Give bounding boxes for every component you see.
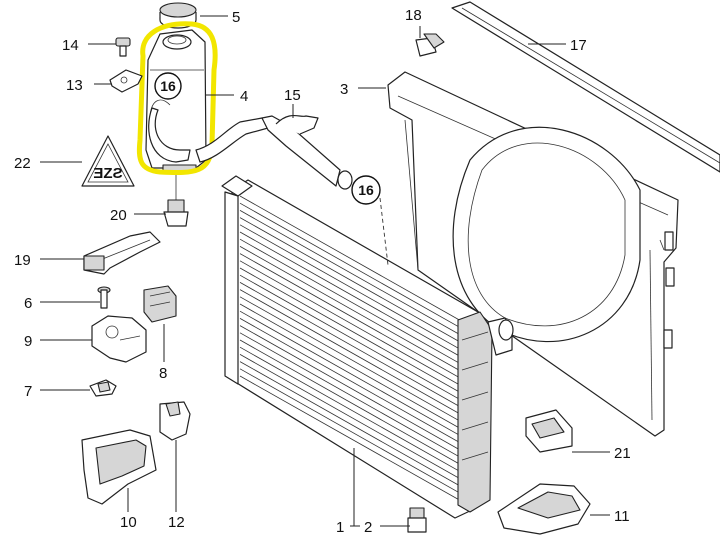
callout-11: 11 — [614, 508, 630, 525]
callout-7: 7 — [24, 383, 32, 400]
radiator-fin-line — [239, 296, 471, 428]
callout-6: 6 — [24, 295, 32, 312]
circled-ref-16-tank: 16 — [154, 72, 182, 100]
radiator-fin-line — [239, 318, 471, 449]
radiator-fin-line — [239, 202, 471, 334]
part-14-bolt — [115, 37, 131, 57]
svg-text:16: 16 — [160, 78, 176, 94]
callout-2: 2 — [364, 519, 372, 536]
radiator-fin-line — [239, 217, 471, 348]
radiator-fin-line — [239, 339, 471, 471]
radiator-fin-line — [239, 267, 471, 399]
callout-8: 8 — [159, 365, 167, 382]
part-11-air-guide — [497, 483, 591, 535]
radiator-fin-line — [239, 303, 471, 435]
callout-22: 22 — [14, 155, 31, 172]
radiator-fin-line — [239, 195, 471, 327]
radiator-fin-line — [239, 210, 471, 341]
callout-9: 9 — [24, 333, 32, 350]
part-6-screw — [97, 286, 111, 309]
svg-text:16: 16 — [358, 182, 374, 198]
radiator-fin-line — [239, 354, 471, 485]
callout-14: 14 — [62, 37, 79, 54]
radiator-fin-line — [239, 260, 471, 392]
callout-4: 4 — [240, 88, 248, 105]
callout-1: 1 — [336, 519, 344, 536]
radiator-fin-line — [239, 224, 471, 356]
part-12-grommet — [159, 401, 191, 441]
radiator-fin-line — [239, 361, 471, 492]
part-15-hose — [195, 114, 353, 190]
part-21-bracket — [525, 409, 573, 453]
radiator-fin-line — [239, 231, 471, 363]
callout-17: 17 — [570, 37, 587, 54]
callout-5: 5 — [232, 9, 240, 26]
radiator-fin-line — [239, 274, 471, 406]
leader-lines — [40, 15, 610, 527]
part-13-clip — [109, 69, 143, 93]
radiator-fin-line — [239, 282, 471, 413]
radiator-fin-line — [239, 325, 471, 456]
callout-19: 19 — [14, 252, 31, 269]
part-18-push-clip — [415, 33, 445, 57]
part-2-drain-plug — [407, 507, 427, 533]
radiator-fin-line — [239, 346, 471, 478]
part-1-radiator — [221, 175, 514, 519]
radiator-fin-line — [239, 253, 471, 384]
part-20-level-sensor — [163, 199, 189, 227]
callout-21: 21 — [614, 445, 631, 462]
callout-18: 18 — [405, 7, 422, 24]
circled-ref-16-hose: 16 — [351, 175, 389, 266]
radiator-fin-line — [239, 246, 471, 377]
part-22-warning-label: ƎZƧ — [81, 135, 135, 187]
callout-13: 13 — [66, 77, 83, 94]
part-10-air-duct — [81, 429, 157, 505]
part-7-clip — [89, 379, 117, 397]
callout-3: 3 — [340, 81, 348, 98]
radiator-fin-line — [239, 368, 471, 500]
part-3-fan-shroud — [387, 71, 679, 437]
part-9-mount-bracket — [91, 315, 147, 363]
callout-labels: 5 14 13 4 15 22 20 19 6 9 8 7 10 12 18 1… — [14, 7, 631, 536]
radiator-fin-line — [239, 238, 471, 370]
part-8-rubber-mount — [143, 285, 177, 323]
radiator-fin-line — [239, 310, 471, 442]
part-17-seal-strip — [451, 1, 720, 173]
callout-20: 20 — [110, 207, 127, 224]
highlight-outline — [136, 21, 218, 176]
callout-15: 15 — [284, 87, 301, 104]
radiator-fin-line — [239, 375, 471, 507]
radiator-fin-line — [239, 289, 471, 420]
radiator-fins — [239, 195, 471, 507]
callout-10: 10 — [120, 514, 137, 531]
part-19-bracket — [83, 231, 161, 275]
radiator-fin-line — [239, 332, 471, 464]
callout-12: 12 — [168, 514, 185, 531]
warning-symbol-text: ƎZƧ — [93, 165, 122, 182]
